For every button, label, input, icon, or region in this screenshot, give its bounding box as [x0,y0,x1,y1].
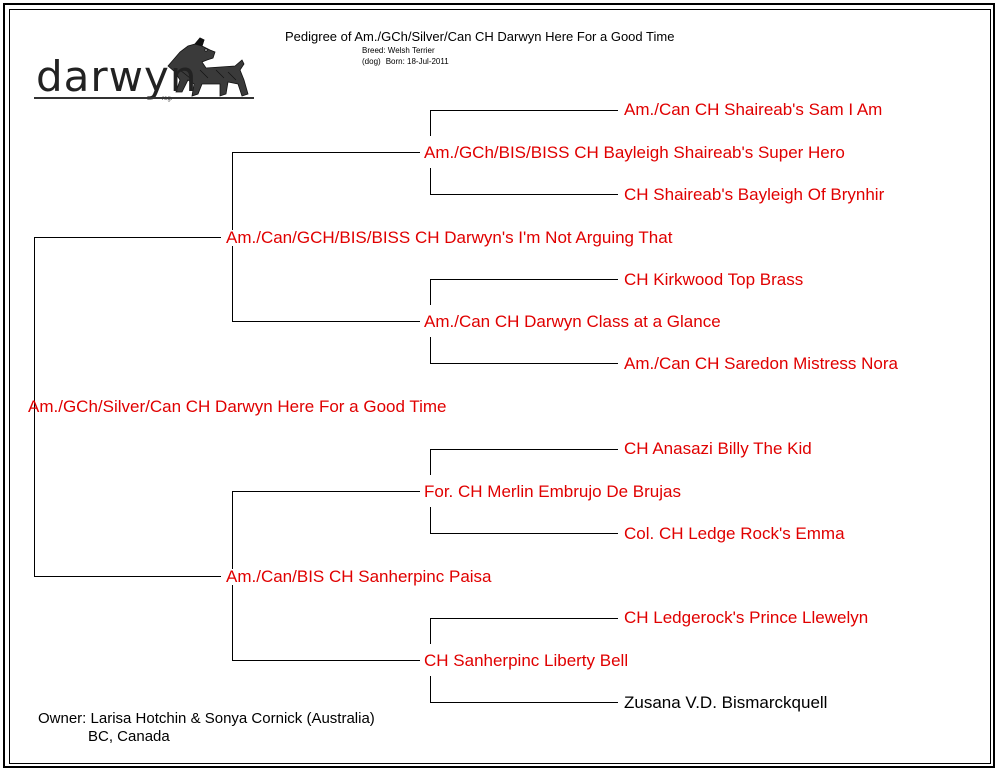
sex-label: (dog) [362,57,381,66]
connector-line [430,279,431,305]
dam-sire-sire: CH Anasazi Billy The Kid [624,439,812,458]
dam-sire-dam: Col. CH Ledge Rock's Emma [624,524,845,543]
connector-line [232,491,233,569]
dam-dam-sire: CH Ledgerock's Prince Llewelyn [624,608,869,627]
connector-line [430,449,618,450]
logo-underline [34,97,254,99]
sire-sire-dam: CH Shaireab's Bayleigh Of Brynhir [624,185,885,204]
connector-line [430,194,618,195]
connector-line [232,491,420,492]
connector-line [430,363,618,364]
connector-line [430,676,431,702]
born-label: Born: 18-Jul-2011 [385,57,449,66]
sire-dam-dam: Am./Can CH Saredon Mistress Nora [624,354,898,373]
connector-line [232,246,233,322]
dam-sire: For. CH Merlin Embrujo De Brujas [424,482,681,501]
connector-line [232,321,420,322]
connector-line [232,152,233,230]
logo-reg-mark: reg. [162,96,173,102]
outer-border [3,3,995,768]
terrier-icon [167,37,249,97]
dam-dam-dam: Zusana V.D. Bismarckquell [624,693,828,712]
owner-info: Owner: Larisa Hotchin & Sonya Cornick (A… [38,710,375,746]
sire: Am./Can/GCH/BIS/BISS CH Darwyn's I'm Not… [226,228,673,247]
sire-dam-sire: CH Kirkwood Top Brass [624,270,804,289]
connector-line [430,702,618,703]
connector-line [430,279,618,280]
pedigree-title: Pedigree of Am./GCh/Silver/Can CH Darwyn… [285,29,675,44]
connector-line [430,618,618,619]
connector-line [430,110,431,136]
connector-line [430,168,431,194]
dam: Am./Can/BIS CH Sanherpinc Paisa [226,567,492,586]
connector-line [430,110,618,111]
dam-dam: CH Sanherpinc Liberty Bell [424,651,629,670]
sire-sire-sire: Am./Can CH Shaireab's Sam I Am [624,100,883,119]
connector-line [232,660,420,661]
connector-line [232,585,233,661]
subject-dog: Am./GCh/Silver/Can CH Darwyn Here For a … [28,397,447,416]
connector-line [430,533,618,534]
connector-line [34,237,35,577]
connector-line [232,152,420,153]
sire-sire: Am./GCh/BIS/BISS CH Bayleigh Shaireab's … [424,143,845,162]
connector-line [430,618,431,644]
connector-line [430,449,431,475]
connector-line [34,576,221,577]
sex-born-line: (dog) Born: 18-Jul-2011 [362,57,449,66]
connector-line [430,337,431,363]
owner-location: BC, Canada [88,728,170,745]
breed-label: Breed: Welsh Terrier [362,46,435,55]
inner-border [9,9,991,764]
sire-dam: Am./Can CH Darwyn Class at a Glance [424,312,721,331]
logo-wordmark: darwyn [36,52,198,101]
owner-line: Owner: Larisa Hotchin & Sonya Cornick (A… [38,710,375,727]
darwyn-logo: darwyn reg. [30,30,260,106]
connector-line [34,237,221,238]
connector-line [430,507,431,533]
